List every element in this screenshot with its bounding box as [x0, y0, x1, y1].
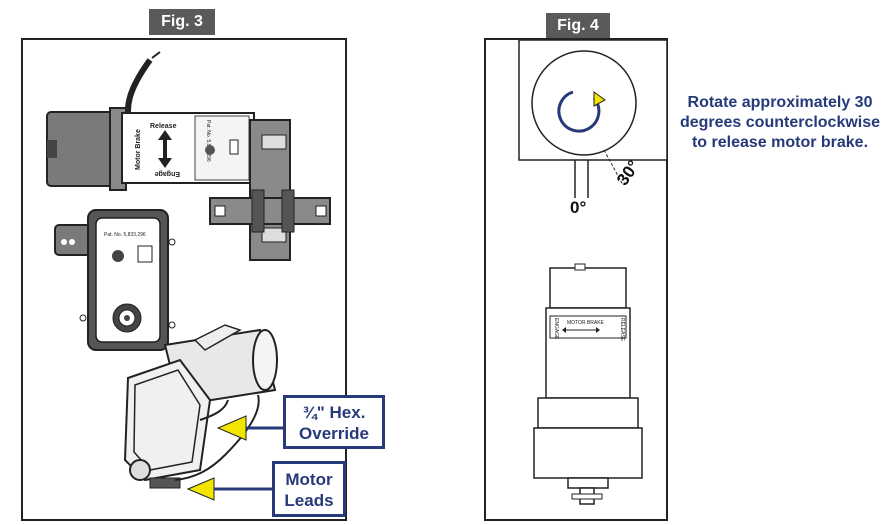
side-release-text: RELEASE	[619, 318, 625, 342]
fig3-label: Fig. 3	[149, 9, 215, 35]
brake-dial	[531, 50, 637, 156]
bottom-gearbox	[123, 358, 212, 482]
hex-override-line2: Override	[299, 424, 369, 443]
top-patent-text: Pat. No. 5,833,296	[205, 120, 211, 162]
hex-override-line1: ¾" Hex.	[302, 403, 366, 422]
side-view-gearbox	[533, 427, 643, 479]
fig4-label: Fig. 4	[546, 13, 610, 39]
side-brake-text: MOTOR BRAKE	[567, 320, 605, 326]
rotation-instruction-line3: to release motor brake.	[691, 134, 869, 151]
rotation-arrow	[557, 90, 601, 133]
side-engage-text: ENGAGE	[553, 318, 559, 340]
release-engage-arrow	[158, 130, 172, 168]
motor-leads-line2: Leads	[284, 491, 334, 510]
top-engage-text: Engage	[155, 170, 180, 177]
top-brake-text: Motor Brake	[135, 129, 142, 170]
side-view-gear-collar	[537, 397, 639, 429]
rotation-instruction: Rotate approximately 30 degrees counterc…	[672, 93, 888, 153]
rotation-arrow-head	[593, 91, 606, 107]
motor-leads-callout: Motor Leads	[272, 461, 346, 517]
rotation-instruction-line2: degrees counterclockwise	[679, 114, 881, 131]
angle-zero-label: 0°	[570, 198, 587, 217]
hex-override-callout: ¾" Hex. Override	[283, 395, 385, 449]
side-view-top-cap	[549, 267, 627, 309]
middle-patent-text: Pat. No. 5,833,296	[104, 232, 146, 238]
motor-leads-line1: Motor	[285, 470, 333, 489]
top-release-text: Release	[150, 123, 177, 130]
rotation-instruction-line1: Rotate approximately 30	[687, 94, 873, 111]
